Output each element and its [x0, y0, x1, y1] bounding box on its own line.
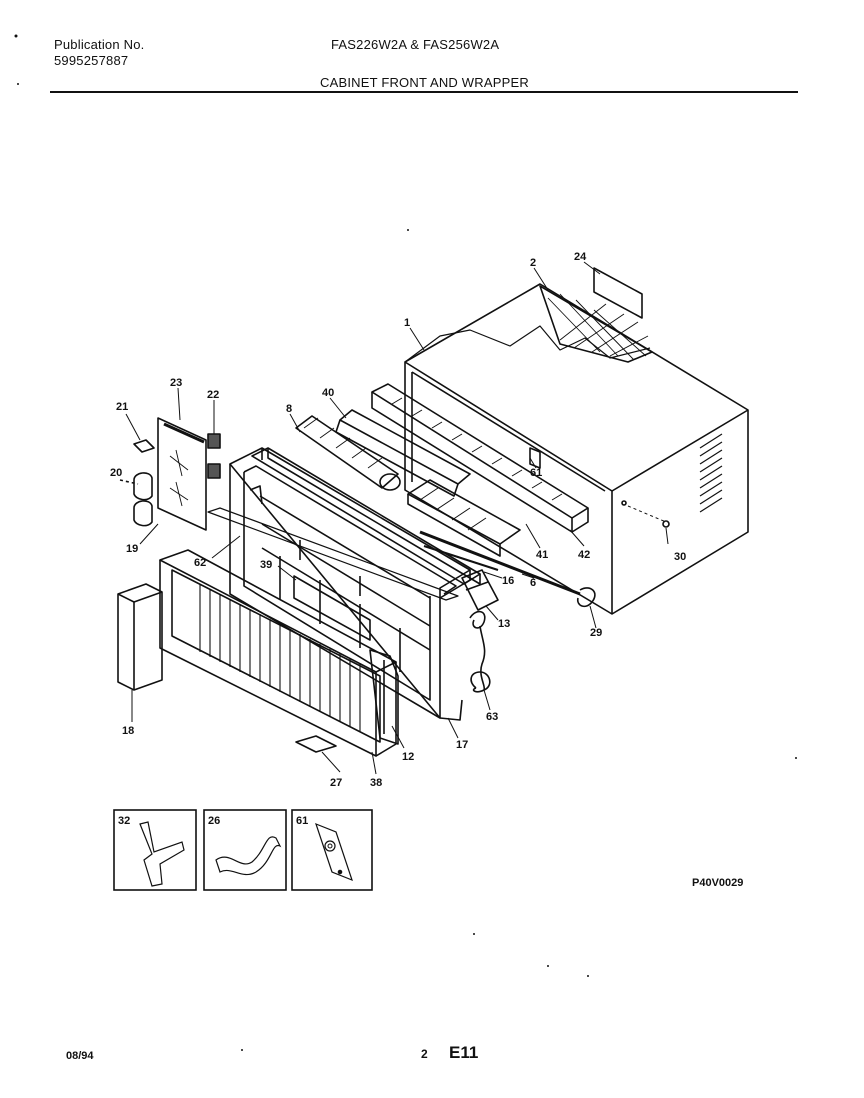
page-number: 2 — [421, 1047, 428, 1061]
publication-date: 08/94 — [66, 1050, 94, 1062]
callout-16: 16 — [502, 575, 514, 587]
label-plate-part — [593, 267, 643, 319]
callout-2: 2 — [530, 257, 536, 269]
cord-bracket-part — [461, 569, 499, 611]
model-numbers: FAS226W2A & FAS256W2A — [331, 37, 500, 52]
detail-box-61: 61 — [291, 809, 373, 891]
callout-38: 38 — [370, 777, 382, 789]
callout-39: 39 — [260, 559, 272, 571]
callout-41: 41 — [536, 549, 548, 561]
front-grille-part — [159, 549, 397, 757]
callout-20: 20 — [110, 467, 122, 479]
detail-box-26: 26 — [203, 809, 287, 891]
cylinder-filter-part — [295, 415, 401, 491]
mesh-panel-part — [539, 285, 653, 363]
callout-21: 21 — [116, 401, 128, 413]
rear-gasket-part — [251, 447, 481, 585]
detail-box-26-label: 26 — [208, 815, 220, 827]
callout-62: 62 — [194, 557, 206, 569]
callout-17: 17 — [456, 739, 468, 751]
rod-part — [419, 530, 581, 596]
drip-tray-part — [295, 735, 337, 753]
callout-29: 29 — [590, 627, 602, 639]
power-cord-part — [469, 610, 491, 693]
bracket-part-icon — [139, 821, 185, 887]
detail-box-32: 32 — [113, 809, 197, 891]
callout-40: 40 — [322, 387, 334, 399]
callout-61: 61 — [530, 467, 542, 479]
strap-part-icon — [215, 836, 282, 876]
callout-13: 13 — [498, 618, 510, 630]
knob-part — [133, 439, 155, 527]
callout-22: 22 — [207, 389, 219, 401]
callout-24: 24 — [574, 251, 587, 263]
callout-12: 12 — [402, 751, 414, 763]
callout-30: 30 — [674, 551, 686, 563]
callout-1: 1 — [404, 317, 410, 329]
publication-number: 5995257887 — [54, 53, 129, 68]
lower-louver-part — [407, 479, 521, 557]
print-specks — [14, 34, 797, 1051]
filter-panel-part — [369, 649, 399, 745]
plate-part-icon — [315, 822, 353, 882]
leader-lines — [125, 261, 669, 775]
publication-label: Publication No. — [54, 37, 145, 52]
callout-labels: 1 2 24 23 22 21 40 8 20 61 30 19 62 41 4… — [110, 251, 686, 789]
filter-pad-part — [117, 583, 163, 691]
figure-code: P40V0029 — [692, 877, 744, 889]
callout-42: 42 — [578, 549, 590, 561]
callout-23: 23 — [170, 377, 182, 389]
header-rule — [50, 91, 798, 93]
upper-louver-part — [371, 383, 589, 533]
inner-grille-part — [261, 547, 431, 672]
callout-19: 19 — [126, 543, 138, 555]
page-code: E11 — [449, 1043, 479, 1062]
filter-screen-part — [207, 433, 221, 479]
callout-6: 6 — [530, 577, 536, 589]
detail-box-32-label: 32 — [118, 815, 130, 827]
callout-63: 63 — [486, 711, 498, 723]
trim-strip-part — [207, 507, 459, 601]
callout-8: 8 — [286, 403, 292, 415]
control-panel-part — [119, 417, 207, 531]
cabinet-wrapper-part — [404, 283, 749, 615]
callout-27: 27 — [330, 777, 342, 789]
clip-part — [576, 587, 596, 608]
section-title: CABINET FRONT AND WRAPPER — [320, 75, 529, 90]
callout-18: 18 — [122, 725, 134, 737]
spiral-louver-part — [335, 409, 471, 497]
detail-box-61-label: 61 — [296, 815, 308, 827]
detail-boxes: 32 26 61 — [113, 809, 373, 891]
